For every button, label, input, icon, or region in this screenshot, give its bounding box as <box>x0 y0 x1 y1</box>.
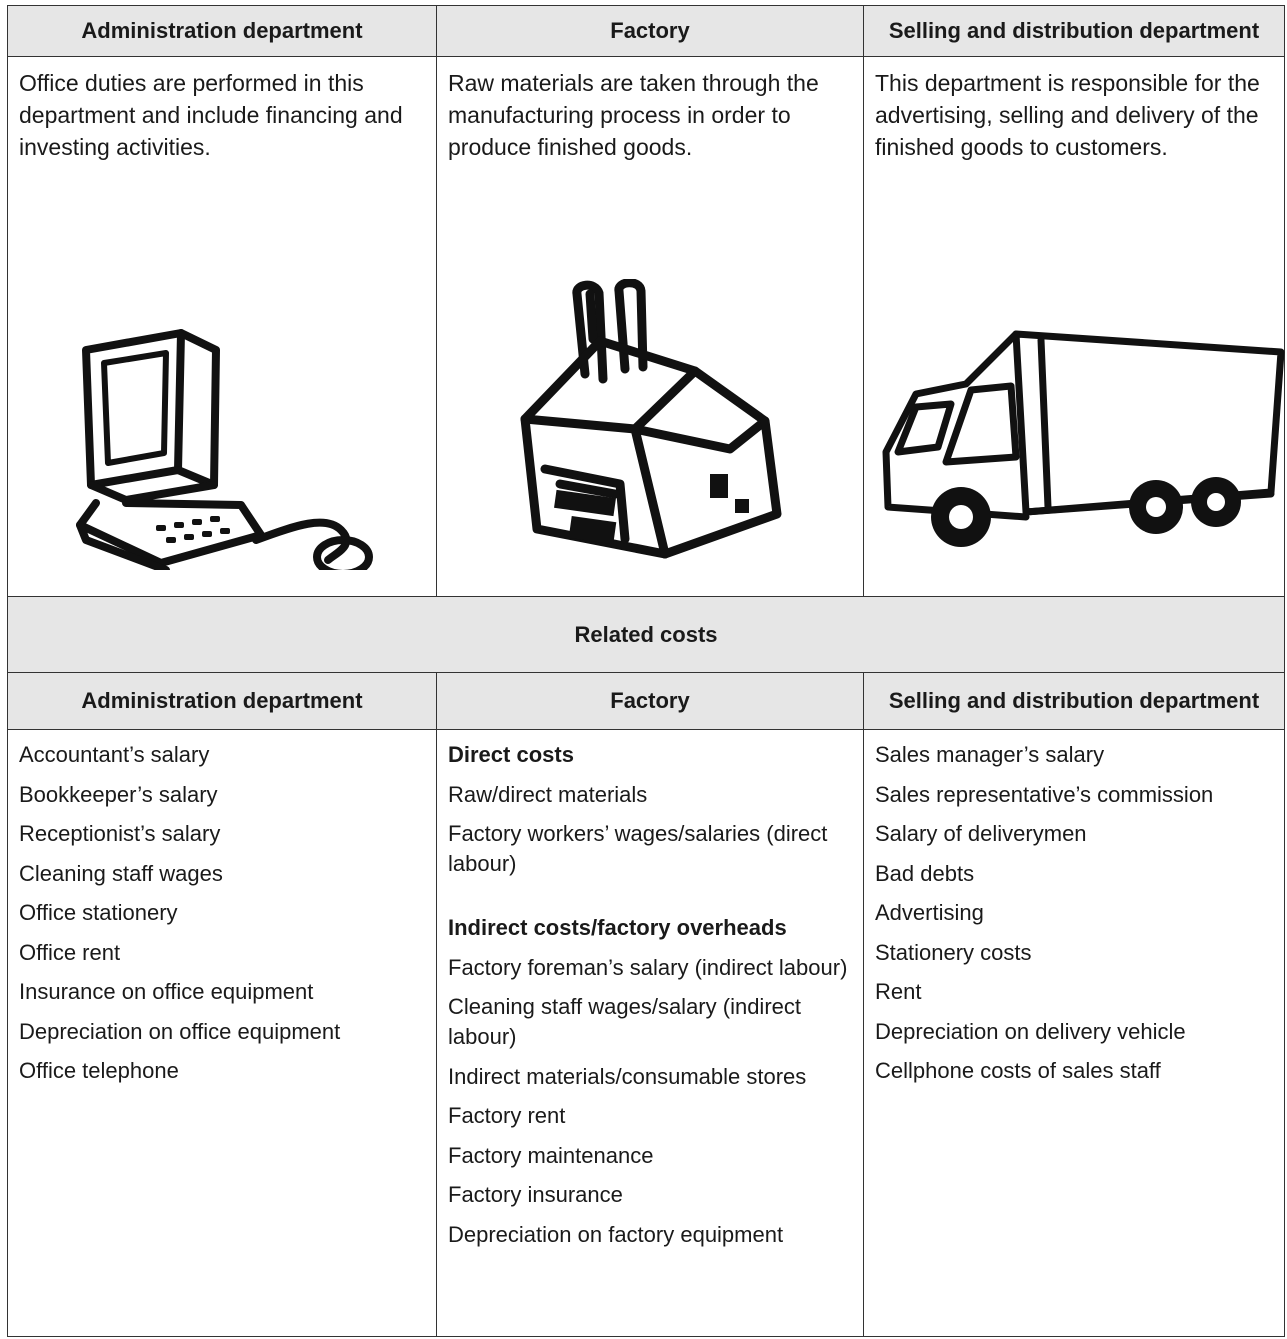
list-item: Office telephone <box>19 1058 179 1083</box>
list-item: Insurance on office equipment <box>19 979 314 1004</box>
direct-costs-heading: Direct costs <box>448 742 574 767</box>
description-row: Office duties are performed in this depa… <box>8 57 1285 597</box>
list-item: Receptionist’s salary <box>19 821 221 846</box>
header-admin: Administration department <box>81 18 363 43</box>
list-item: Accountant’s salary <box>19 742 210 767</box>
selling-cost-list: Sales manager’s salary Sales representat… <box>875 740 1278 1096</box>
factory-costs-cell: Direct costs Raw/direct materials Factor… <box>436 730 863 1336</box>
costs-header-admin: Administration department <box>81 688 363 713</box>
costs-header-selling: Selling and distribution department <box>863 673 1284 729</box>
list-item: Indirect materials/consumable stores <box>448 1063 807 1089</box>
header-factory: Factory <box>436 6 863 56</box>
list-item: Cleaning staff wages <box>19 860 223 886</box>
departments-table: Administration department Factory Sellin… <box>7 5 1285 1337</box>
list-item: Bookkeeper’s salary <box>19 781 218 807</box>
admin-description: Office duties are performed in this depa… <box>19 70 403 160</box>
header-selling: Selling and distribution department <box>863 6 1284 56</box>
costs-row: Accountant’s salary Bookkeeper’s salary … <box>8 730 1284 1336</box>
list-item: Factory rent <box>448 1103 566 1128</box>
factory-cost-list: Direct costs Raw/direct materials Factor… <box>448 740 857 1259</box>
list-item: Sales representative’s commission <box>875 781 1214 807</box>
list-item: Cellphone costs of sales staff <box>875 1058 1161 1083</box>
list-item: Depreciation on office equipment <box>19 1018 341 1044</box>
factory-icon <box>520 279 782 559</box>
list-item: Office rent <box>19 939 121 965</box>
list-item: Depreciation on factory equipment <box>448 1221 784 1247</box>
header-row-top: Administration department Factory Sellin… <box>8 6 1284 57</box>
admin-cost-list: Accountant’s salary Bookkeeper’s salary … <box>19 740 430 1096</box>
list-item: Stationery costs <box>875 939 1032 965</box>
list-item: Bad debts <box>875 860 975 886</box>
selling-description-cell: This department is responsible for the a… <box>863 57 1285 596</box>
truck-icon <box>882 330 1285 547</box>
list-item: Raw/direct materials <box>448 781 648 807</box>
list-item: Office stationery <box>19 900 178 925</box>
computer-icon <box>76 329 373 570</box>
header-row-costs: Administration department Factory Sellin… <box>8 673 1284 730</box>
list-item: Depreciation on delivery vehicle <box>875 1018 1186 1044</box>
admin-costs-cell: Accountant’s salary Bookkeeper’s salary … <box>8 730 436 1336</box>
list-item: Salary of deliverymen <box>875 821 1087 846</box>
list-item: Factory workers’ wages/salaries (direct … <box>448 821 828 876</box>
list-item: Factory foreman’s salary (indirect labou… <box>448 954 848 980</box>
factory-description-cell: Raw materials are taken through the manu… <box>436 57 863 596</box>
list-item: Advertising <box>875 900 984 925</box>
list-item: Sales manager’s salary <box>875 742 1105 767</box>
costs-header-factory: Factory <box>436 673 863 729</box>
list-item: Factory maintenance <box>448 1142 654 1168</box>
list-item: Rent <box>875 979 922 1004</box>
related-costs-title: Related costs <box>8 597 1284 673</box>
admin-description-cell: Office duties are performed in this depa… <box>8 57 436 596</box>
factory-description: Raw materials are taken through the manu… <box>448 70 819 160</box>
selling-costs-cell: Sales manager’s salary Sales representat… <box>863 730 1284 1336</box>
selling-description: This department is responsible for the a… <box>875 70 1260 160</box>
indirect-costs-heading: Indirect costs/factory overheads <box>448 915 787 940</box>
list-item: Factory insurance <box>448 1182 623 1207</box>
list-item: Cleaning staff wages/salary (indirect la… <box>448 994 801 1049</box>
